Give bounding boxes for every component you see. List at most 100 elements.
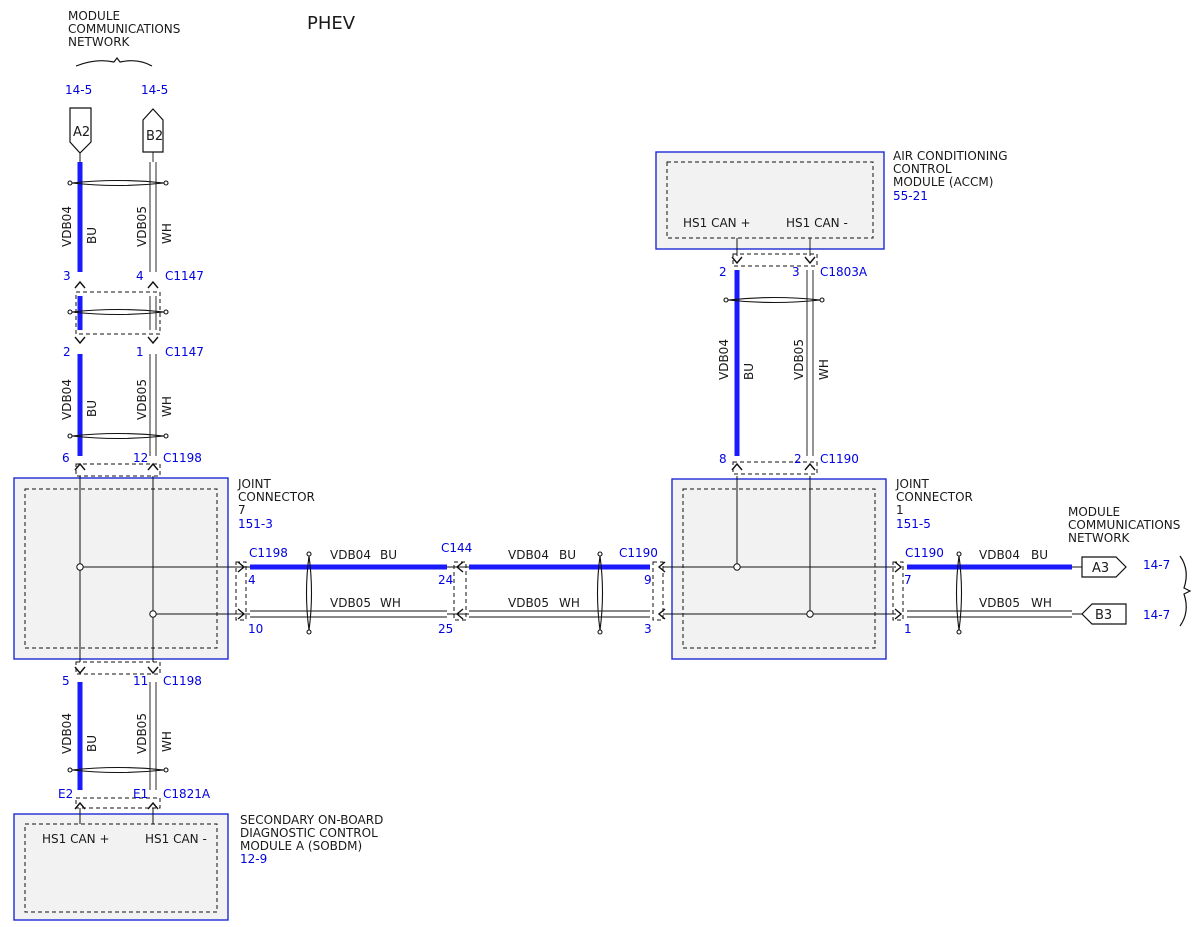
svg-text:C1821A: C1821A <box>163 787 211 801</box>
svg-text:MODULE A (SOBDM): MODULE A (SOBDM) <box>240 839 362 853</box>
svg-text:1: 1 <box>904 622 912 636</box>
ref-a2: 14-5 <box>65 83 92 97</box>
svg-text:CONTROL: CONTROL <box>893 162 952 176</box>
svg-text:BU: BU <box>559 548 576 562</box>
accm-pin-neg: HS1 CAN - <box>786 216 848 230</box>
middle-pin-labels: C1198 4 10 C144 24 25 C1190 9 3 <box>248 541 658 636</box>
wire-label-bu-1: BU <box>85 227 99 244</box>
wire-label-bu-2: BU <box>85 400 99 417</box>
svg-text:151-5: 151-5 <box>896 517 931 531</box>
svg-text:5: 5 <box>62 674 70 688</box>
right-vertical-pin-labels: 2 3 C1803A 8 2 C1190 <box>719 265 868 466</box>
svg-text:3: 3 <box>792 265 800 279</box>
wire-label-wh-2: WH <box>160 396 174 417</box>
svg-text:E1: E1 <box>133 787 148 801</box>
svg-text:C1198: C1198 <box>163 451 202 465</box>
wire-label-vdb04-3: VDB04 <box>60 713 74 754</box>
tag-b3 <box>1081 603 1127 625</box>
svg-text:C1147: C1147 <box>165 269 204 283</box>
accm-module <box>655 151 885 250</box>
svg-text:JOINT: JOINT <box>895 477 930 491</box>
svg-text:C1803A: C1803A <box>820 265 868 279</box>
svg-text:VDB05: VDB05 <box>979 596 1020 610</box>
sobdm-pin-neg: HS1 CAN - <box>145 832 207 846</box>
tag-b3-label: B3 <box>1095 608 1112 623</box>
svg-text:SECONDARY ON-BOARD: SECONDARY ON-BOARD <box>240 813 383 827</box>
svg-text:BU: BU <box>742 363 756 380</box>
svg-text:C1198: C1198 <box>249 546 288 560</box>
middle-twist-symbols <box>305 551 604 635</box>
wire-label-wh-1: WH <box>160 223 174 244</box>
svg-text:MODULE: MODULE <box>1068 505 1120 519</box>
wire-label-wh-3: WH <box>160 731 174 752</box>
svg-text:VDB04: VDB04 <box>979 548 1020 562</box>
right-horizontal-pin-labels: C1190 7 1 <box>904 546 944 636</box>
svg-text:VDB05: VDB05 <box>508 596 549 610</box>
top-network-brace <box>75 57 153 67</box>
svg-text:BU: BU <box>380 548 397 562</box>
svg-text:DIAGNOSTIC CONTROL: DIAGNOSTIC CONTROL <box>240 826 378 840</box>
svg-text:VDB04: VDB04 <box>717 339 731 380</box>
sobdm-module <box>13 808 229 921</box>
svg-text:WH: WH <box>817 359 831 380</box>
svg-text:CONNECTOR: CONNECTOR <box>238 490 315 504</box>
svg-text:24: 24 <box>438 573 453 587</box>
right-horizontal-connector-bodies <box>892 561 904 621</box>
svg-text:COMMUNICATIONS: COMMUNICATIONS <box>1068 518 1180 532</box>
ref-b2: 14-5 <box>141 83 168 97</box>
svg-text:VDB05: VDB05 <box>330 596 371 610</box>
svg-text:11: 11 <box>133 674 148 688</box>
svg-text:1: 1 <box>896 503 904 517</box>
left-twist-symbols <box>67 179 169 774</box>
svg-text:WH: WH <box>1031 596 1052 610</box>
joint-connector-1-label: JOINT CONNECTOR 1 151-5 <box>895 477 973 531</box>
svg-text:4: 4 <box>248 573 256 587</box>
left-wire-labels: VDB04 BU VDB05 WH VDB04 BU VDB05 WH VDB0… <box>60 206 174 754</box>
svg-text:BU: BU <box>1031 548 1048 562</box>
svg-text:2: 2 <box>794 452 802 466</box>
right-vertical-twist <box>723 296 825 304</box>
right-network-label: MODULE COMMUNICATIONS NETWORK <box>1068 505 1180 545</box>
joint-connector-7-label: JOINT CONNECTOR 7 151-3 <box>237 477 315 531</box>
wire-label-vdb05-2: VDB05 <box>135 379 149 420</box>
diagram-title: PHEV <box>307 13 356 34</box>
wire-label-vdb05-3: VDB05 <box>135 713 149 754</box>
svg-text:4: 4 <box>136 269 144 283</box>
svg-text:VDB05: VDB05 <box>792 339 806 380</box>
sobdm-label: SECONDARY ON-BOARD DIAGNOSTIC CONTROL MO… <box>240 813 383 866</box>
svg-text:7: 7 <box>238 503 246 517</box>
svg-text:CONNECTOR: CONNECTOR <box>896 490 973 504</box>
wire-label-vdb05-1: VDB05 <box>135 206 149 247</box>
middle-wire-labels: VDB04 BU VDB05 WH VDB04 BU VDB05 WH <box>330 548 580 610</box>
svg-text:9: 9 <box>644 573 652 587</box>
tag-b2 <box>142 108 164 153</box>
svg-text:25: 25 <box>438 622 453 636</box>
middle-connector-bodies <box>235 561 664 621</box>
svg-text:C1190: C1190 <box>820 452 859 466</box>
svg-text:C1190: C1190 <box>619 546 658 560</box>
ref-b3: 14-7 <box>1143 608 1170 622</box>
right-vertical-wire-labels: VDB04 BU VDB05 WH <box>717 339 831 380</box>
joint-connector-7 <box>13 476 236 662</box>
tag-a3-label: A3 <box>1092 561 1109 576</box>
right-vertical-white-wire <box>806 238 814 456</box>
tag-a2-label: A2 <box>73 125 90 140</box>
svg-text:151-3: 151-3 <box>238 517 273 531</box>
svg-text:3: 3 <box>63 269 71 283</box>
svg-text:JOINT: JOINT <box>237 477 272 491</box>
svg-text:VDB04: VDB04 <box>330 548 371 562</box>
right-horizontal-wire-labels: VDB04 BU VDB05 WH <box>979 548 1052 610</box>
wire-label-vdb04-2: VDB04 <box>60 379 74 420</box>
svg-text:3: 3 <box>644 622 652 636</box>
svg-text:WH: WH <box>380 596 401 610</box>
top-network-label-1: MODULE <box>68 9 120 23</box>
tag-a3 <box>1081 556 1127 578</box>
svg-text:WH: WH <box>559 596 580 610</box>
svg-text:55-21: 55-21 <box>893 189 928 203</box>
left-white-wire <box>149 152 157 790</box>
svg-text:12: 12 <box>133 451 148 465</box>
svg-text:C1190: C1190 <box>905 546 944 560</box>
svg-text:8: 8 <box>719 452 727 466</box>
right-horizontal-white-wire <box>907 610 1072 618</box>
tag-a2 <box>69 107 92 154</box>
